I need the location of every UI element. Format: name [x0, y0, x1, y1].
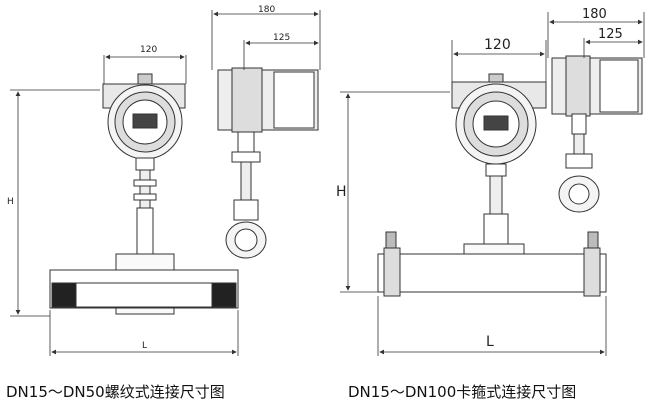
left-caption: DN15～DN50螺纹式连接尺寸图: [6, 383, 225, 401]
right-dimension-lines: [340, 12, 645, 356]
left-side-view: [217, 67, 319, 259]
right-head-width-label: 120: [484, 37, 511, 53]
right-sensor-width-label: 125: [598, 27, 623, 42]
left-length-label: L: [142, 341, 147, 351]
right-side-view: [551, 55, 643, 213]
left-threaded-meter: Aomi: [49, 73, 239, 315]
left-height-label: H: [7, 197, 14, 207]
right-clamp-meter: Aomi: [377, 73, 607, 297]
right-caption: DN15～DN100卡箍式连接尺寸图: [348, 383, 577, 401]
right-top-width-label: 180: [582, 7, 607, 22]
left-top-width-label: 180: [258, 5, 275, 15]
right-length-label: L: [486, 334, 494, 350]
left-sensor-width-label: 125: [273, 33, 290, 43]
right-height-label: H: [336, 184, 347, 200]
left-head-width-label: 120: [140, 45, 157, 55]
left-dimension-lines: [10, 10, 321, 356]
